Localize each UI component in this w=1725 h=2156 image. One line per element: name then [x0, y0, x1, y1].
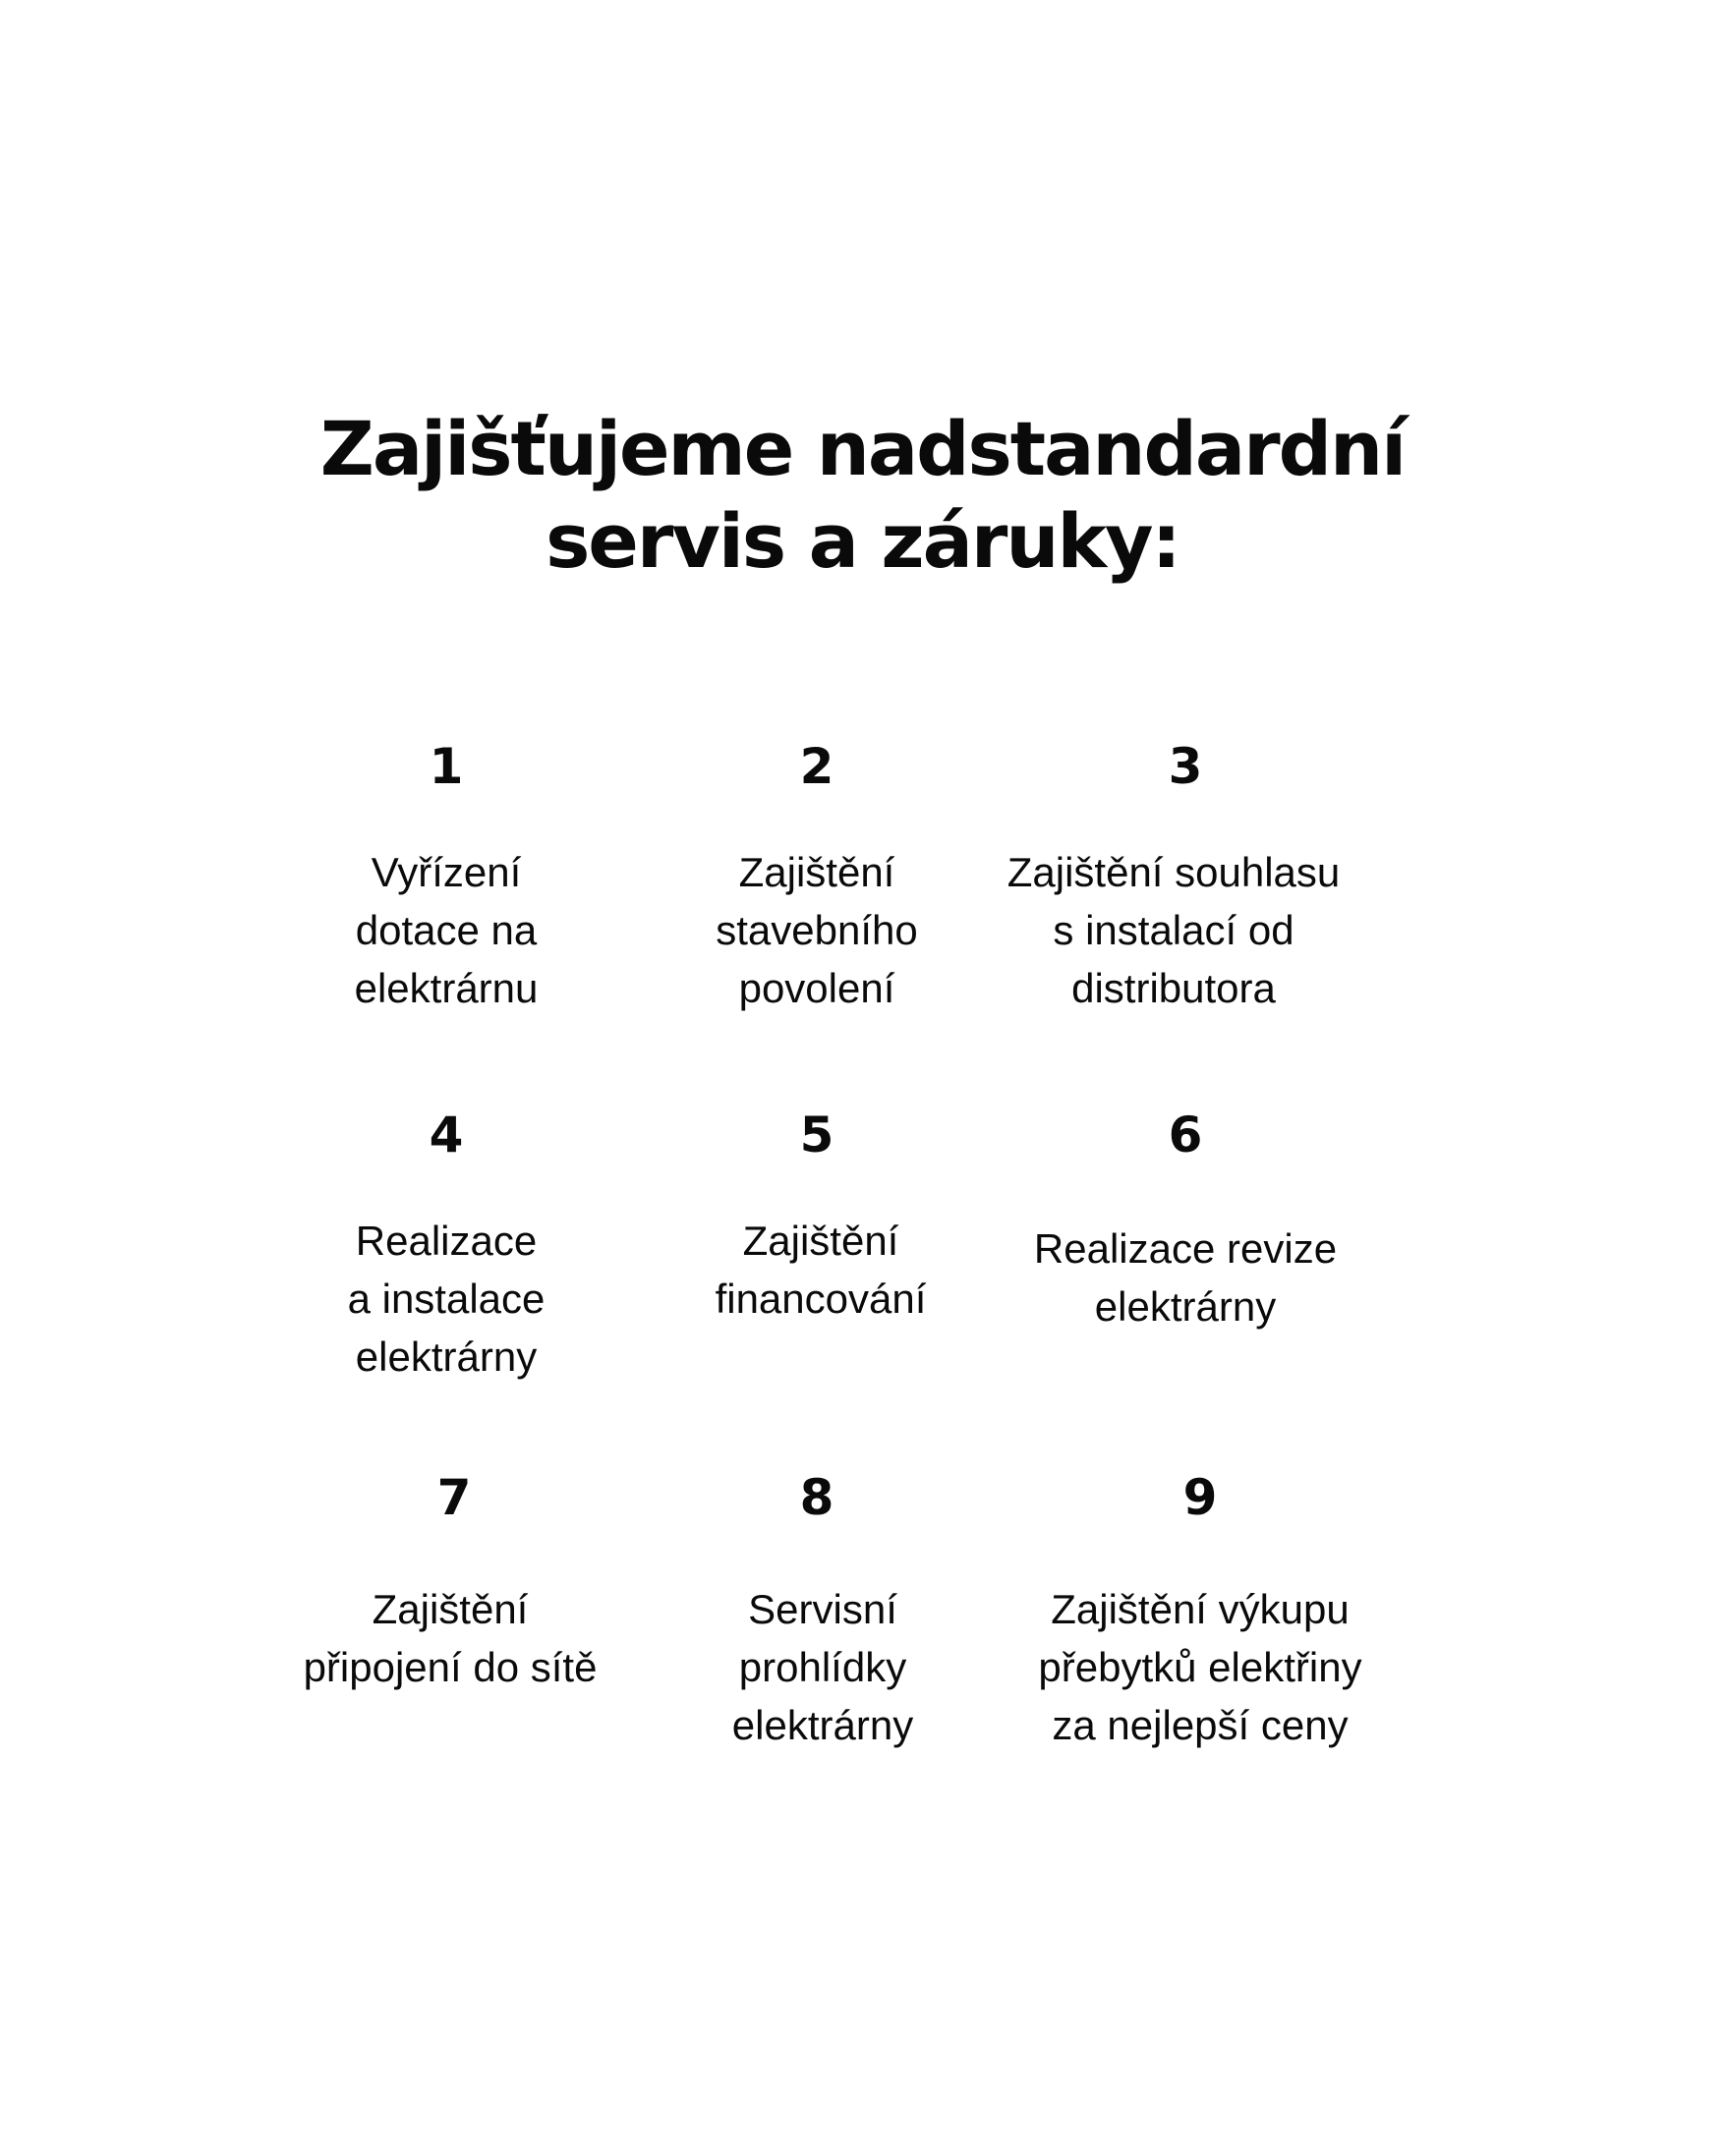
service-label-line: financování: [715, 1276, 927, 1322]
service-label-line: prohlídky: [738, 1644, 907, 1690]
service-label: Realizace revize elektrárny: [989, 1220, 1382, 1335]
service-item-8: 8 Servisní prohlídky elektrárny: [620, 1468, 1013, 1754]
service-label-line: Zajištění výkupu: [1051, 1586, 1350, 1632]
service-number: 1: [429, 738, 464, 795]
service-label-line: elektrárny: [355, 1333, 538, 1380]
heading-line-2: servis a záruky:: [546, 497, 1181, 585]
service-label-line: přebytků elektřiny: [1038, 1644, 1362, 1690]
service-number: 3: [1168, 738, 1203, 795]
service-item-5: 5 Zajištění financování: [620, 1106, 1013, 1328]
service-label: Servisní prohlídky elektrárny: [632, 1580, 1013, 1754]
service-label-line: za nejlepší ceny: [1052, 1702, 1349, 1748]
service-label: Zajištění stavebního povolení: [620, 843, 1013, 1017]
service-label-line: Realizace: [355, 1218, 538, 1264]
service-label-line: Realizace revize: [1033, 1225, 1338, 1272]
service-number: 8: [799, 1469, 834, 1526]
service-label-line: a instalace: [347, 1276, 546, 1322]
service-label-line: elektrárnu: [354, 965, 539, 1011]
service-label-line: elektrárny: [731, 1702, 914, 1748]
page-heading: Zajišťujeme nadstandardní servis a záruk…: [0, 403, 1725, 588]
service-label-line: povolení: [738, 965, 895, 1011]
service-label-line: s instalací od: [1053, 907, 1294, 953]
service-number: 5: [799, 1106, 834, 1163]
service-label-line: distributora: [1071, 965, 1276, 1011]
service-item-6: 6 Realizace revize elektrárny: [989, 1106, 1382, 1335]
service-item-2: 2 Zajištění stavebního povolení: [620, 737, 1013, 1017]
service-label-line: Zajištění: [738, 849, 895, 895]
service-number: 4: [429, 1106, 464, 1163]
service-label-line: dotace na: [355, 907, 538, 953]
service-label: Zajištění výkupu přebytků elektřiny za n…: [1004, 1580, 1397, 1754]
service-item-7: 7 Zajištění připojení do sítě: [254, 1468, 647, 1696]
service-label: Zajištění připojení do sítě: [254, 1580, 647, 1696]
service-item-3: 3 Zajištění souhlasu s instalací od dist…: [977, 737, 1370, 1017]
service-label-line: Zajištění: [372, 1586, 529, 1632]
service-label-line: Zajištění: [742, 1218, 899, 1264]
service-label: Vyřízení dotace na elektrárnu: [250, 843, 643, 1017]
service-label-line: Servisní: [748, 1586, 897, 1632]
service-item-4: 4 Realizace a instalace elektrárny: [250, 1106, 643, 1386]
service-item-9: 9 Zajištění výkupu přebytků elektřiny za…: [1004, 1468, 1397, 1754]
service-label: Zajištění financování: [628, 1212, 1013, 1328]
service-number: 6: [1168, 1106, 1203, 1163]
service-label-line: elektrárny: [1094, 1283, 1277, 1330]
service-label: Zajištění souhlasu s instalací od distri…: [977, 843, 1370, 1017]
service-item-1: 1 Vyřízení dotace na elektrárnu: [250, 737, 643, 1017]
service-number: 2: [799, 738, 834, 795]
service-label-line: připojení do sítě: [303, 1644, 598, 1690]
service-label-line: Zajištění souhlasu: [1006, 849, 1341, 895]
service-number: 7: [436, 1469, 472, 1526]
service-label-line: stavebního: [716, 907, 918, 953]
service-label-line: Vyřízení: [371, 849, 522, 895]
service-label: Realizace a instalace elektrárny: [250, 1212, 643, 1386]
service-number: 9: [1182, 1469, 1218, 1526]
heading-line-1: Zajišťujeme nadstandardní: [319, 405, 1407, 492]
